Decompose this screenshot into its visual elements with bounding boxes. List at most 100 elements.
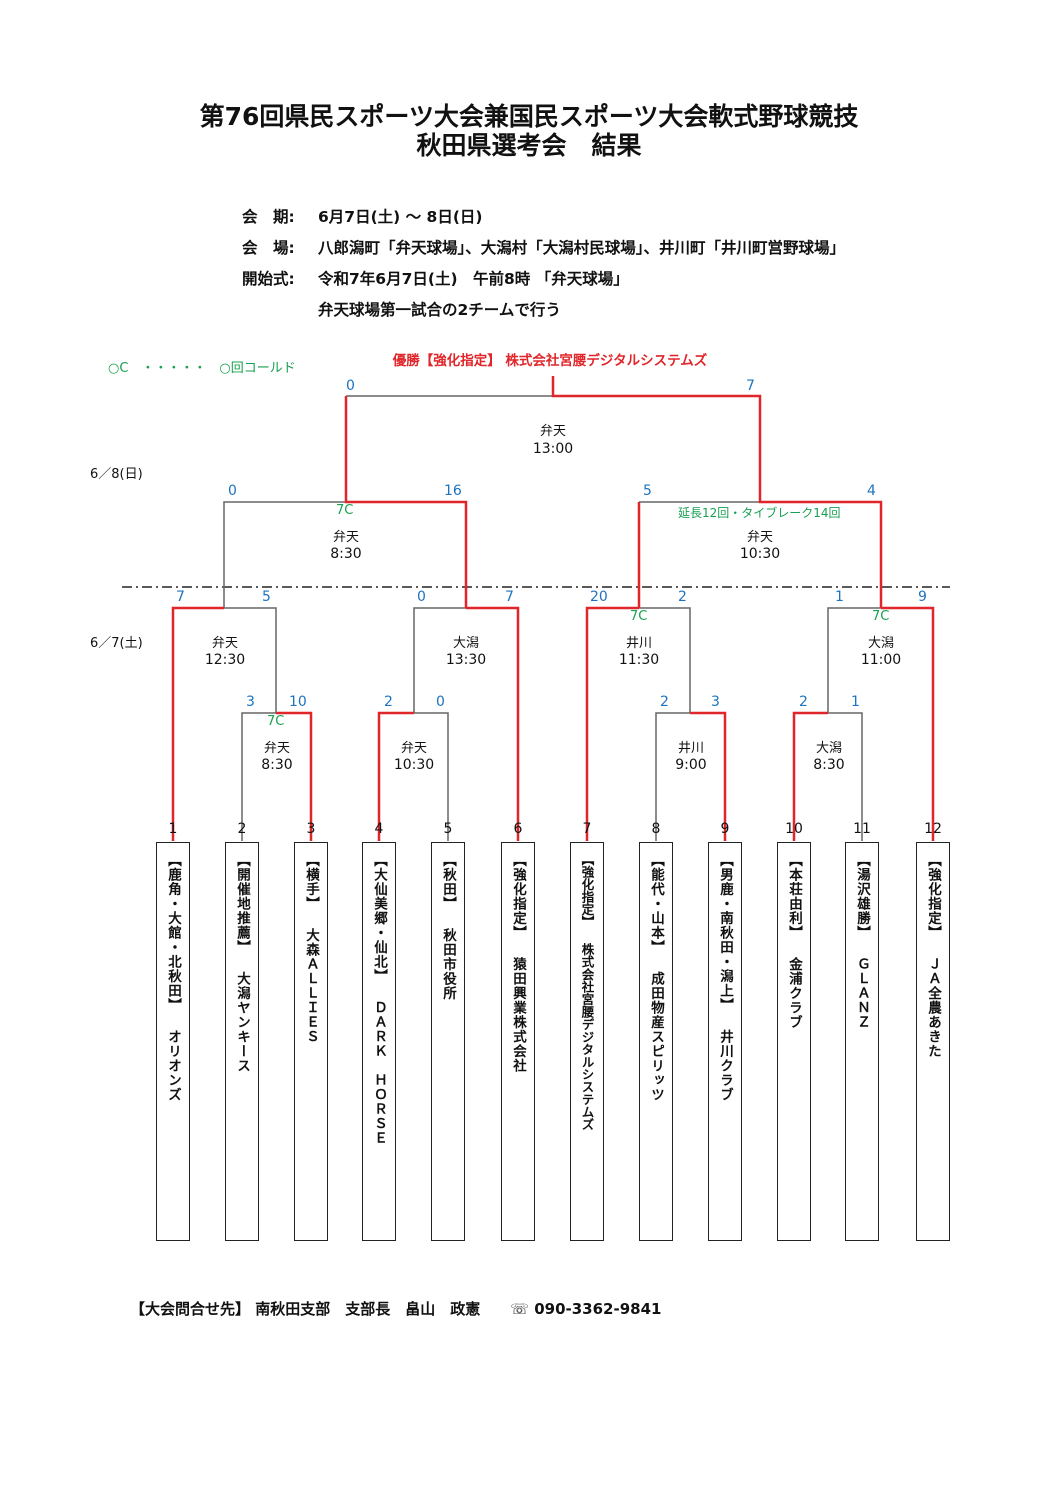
score-semi-left-left: 0 bbox=[228, 483, 237, 499]
team-name: 【本荘由利】 金浦クラブ bbox=[786, 853, 802, 1030]
team-box: 【秋田】 秋田市役所 bbox=[431, 842, 465, 1241]
time-r2c: 11:30 bbox=[618, 652, 660, 668]
time-r2b: 13:30 bbox=[445, 652, 487, 668]
team-name: 【大仙美郷・仙北】 ＤＡＲＫ ＨＯＲＳＥ bbox=[371, 853, 387, 1146]
team-box: 【湯沢雄勝】 ＧＬＡＮＺ bbox=[845, 842, 879, 1241]
team-box: 【男鹿・南秋田・潟上】 井川クラブ bbox=[708, 842, 742, 1241]
page-subtitle: 秋田県選考会 結果 bbox=[416, 131, 642, 160]
team-number: 7 bbox=[582, 821, 592, 837]
team-box: 【横手】 大森ＡＬＬＩＥＳ bbox=[294, 842, 328, 1241]
score-r1c-right: 3 bbox=[711, 694, 720, 710]
time-final: 13:00 bbox=[532, 441, 574, 457]
time-r1a: 8:30 bbox=[261, 757, 293, 773]
team-name: 【強化指定】 株式会社宮腰デジタルシステムズ bbox=[579, 853, 595, 1131]
team-box: 【強化指定】 猿田興業株式会社 bbox=[501, 842, 535, 1241]
team-box: 【強化指定】 株式会社宮腰デジタルシステムズ bbox=[570, 842, 604, 1241]
opening-note: 弁天球場第一試合の2チームで行う bbox=[318, 301, 561, 319]
score-r1b-left: 2 bbox=[384, 694, 393, 710]
team-number: 9 bbox=[720, 821, 730, 837]
score-r2c-right: 2 bbox=[678, 589, 687, 605]
team-name: 【秋田】 秋田市役所 bbox=[440, 853, 456, 1001]
venue-r2a: 弁天 bbox=[211, 636, 238, 651]
team-number: 3 bbox=[306, 821, 316, 837]
venue-label: 会 場: bbox=[242, 239, 295, 257]
team-name: 【鹿角・大館・北秋田】 オリオンズ bbox=[165, 853, 181, 1102]
period-label: 会 期: bbox=[242, 208, 295, 226]
time-semi-right: 10:30 bbox=[739, 546, 781, 562]
venue-r2d: 大潟 bbox=[867, 636, 894, 651]
team-name: 【男鹿・南秋田・潟上】 井川クラブ bbox=[717, 853, 733, 1102]
score-r1b-right: 0 bbox=[436, 694, 445, 710]
contact-info: 【大会問合せ先】 南秋田支部 支部長 畠山 政憲 ☏ 090-3362-9841 bbox=[130, 1300, 662, 1318]
team-number: 5 bbox=[443, 821, 453, 837]
score-r2a-left: 7 bbox=[176, 589, 185, 605]
period-value: 6月7日(土) ～ 8日(日) bbox=[318, 208, 483, 226]
note-r1a: 7C bbox=[267, 714, 285, 729]
score-semi-left-right: 16 bbox=[444, 483, 462, 499]
time-r1c: 9:00 bbox=[675, 757, 707, 773]
team-number: 8 bbox=[651, 821, 661, 837]
score-r2a-right: 5 bbox=[262, 589, 271, 605]
team-number: 2 bbox=[237, 821, 247, 837]
losing-paths bbox=[223, 395, 881, 841]
score-r1a-left: 3 bbox=[246, 694, 255, 710]
score-r1d-left: 2 bbox=[799, 694, 808, 710]
team-name: 【湯沢雄勝】 ＧＬＡＮＺ bbox=[854, 853, 870, 1030]
venue-r1c: 井川 bbox=[677, 741, 704, 756]
score-r1d-right: 1 bbox=[851, 694, 860, 710]
team-box: 【強化指定】 ＪＡ全農あきた bbox=[916, 842, 950, 1241]
score-r2c-left: 20 bbox=[590, 589, 608, 605]
time-r2a: 12:30 bbox=[204, 652, 246, 668]
date-day2: 6／8(日) bbox=[90, 467, 143, 482]
team-number: 12 bbox=[924, 821, 942, 837]
opening-value: 令和7年6月7日(土) 午前8時 「弁天球場」 bbox=[318, 270, 629, 288]
venue-r2b: 大潟 bbox=[452, 636, 479, 651]
date-day1: 6／7(土) bbox=[90, 636, 143, 651]
venue-r2c: 井川 bbox=[625, 636, 652, 651]
team-name: 【開催地推薦】 大潟ヤンキース bbox=[234, 853, 250, 1073]
venue-r1d: 大潟 bbox=[815, 741, 842, 756]
team-name: 【強化指定】 猿田興業株式会社 bbox=[510, 853, 526, 1073]
team-box: 【開催地推薦】 大潟ヤンキース bbox=[225, 842, 259, 1241]
venue-value: 八郎潟町「弁天球場」、大潟村「大潟村民球場」、井川町「井川町営野球場」 bbox=[318, 239, 846, 257]
winning-paths bbox=[171, 376, 935, 841]
score-r2b-right: 7 bbox=[505, 589, 514, 605]
score-r2d-left: 1 bbox=[835, 589, 844, 605]
note-r2c: 7C bbox=[630, 609, 648, 624]
note-semi-right: 延長12回・タイブレーク14回 bbox=[678, 506, 841, 520]
team-number: 10 bbox=[785, 821, 803, 837]
time-r1d: 8:30 bbox=[813, 757, 845, 773]
team-name: 【強化指定】 ＪＡ全農あきた bbox=[925, 853, 941, 1059]
venue-r1a: 弁天 bbox=[263, 741, 290, 756]
champion-label: 優勝【強化指定】 株式会社宮腰デジタルシステムズ bbox=[392, 353, 708, 369]
team-number: 11 bbox=[853, 821, 871, 837]
score-r1c-left: 2 bbox=[660, 694, 669, 710]
score-semi-right-left: 5 bbox=[643, 483, 652, 499]
legend: ○C ・・・・・ ○回コールド bbox=[108, 361, 296, 376]
score-final-right: 7 bbox=[746, 378, 755, 394]
time-r2d: 11:00 bbox=[860, 652, 902, 668]
team-number: 6 bbox=[513, 821, 523, 837]
team-box: 【大仙美郷・仙北】 ＤＡＲＫ ＨＯＲＳＥ bbox=[362, 842, 396, 1241]
opening-label: 開始式: bbox=[242, 270, 295, 288]
team-name: 【横手】 大森ＡＬＬＩＥＳ bbox=[303, 853, 319, 1044]
time-semi-left: 8:30 bbox=[330, 546, 362, 562]
team-name: 【能代・山本】 成田物産スピリッツ bbox=[648, 853, 664, 1102]
note-semi-left: 7C bbox=[336, 503, 354, 518]
note-r2d: 7C bbox=[872, 609, 890, 624]
venue-final: 弁天 bbox=[539, 424, 566, 439]
score-semi-right-right: 4 bbox=[867, 483, 876, 499]
score-final-left: 0 bbox=[346, 378, 355, 394]
score-r1a-right: 10 bbox=[289, 694, 307, 710]
score-r2b-left: 0 bbox=[417, 589, 426, 605]
team-number: 1 bbox=[168, 821, 178, 837]
team-box: 【能代・山本】 成田物産スピリッツ bbox=[639, 842, 673, 1241]
team-box: 【鹿角・大館・北秋田】 オリオンズ bbox=[156, 842, 190, 1241]
venue-r1b: 弁天 bbox=[400, 741, 427, 756]
venue-semi-left: 弁天 bbox=[332, 530, 359, 545]
time-r1b: 10:30 bbox=[393, 757, 435, 773]
team-number: 4 bbox=[374, 821, 384, 837]
venue-semi-right: 弁天 bbox=[746, 530, 773, 545]
team-box: 【本荘由利】 金浦クラブ bbox=[777, 842, 811, 1241]
